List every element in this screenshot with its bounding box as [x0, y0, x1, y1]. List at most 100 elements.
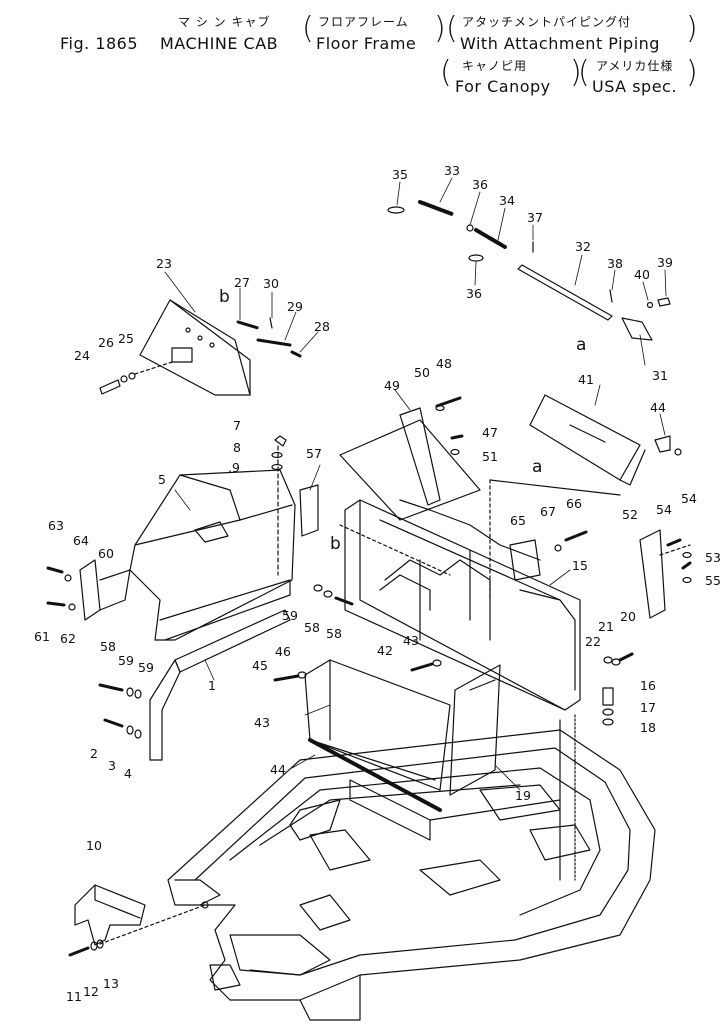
callout-50: 51: [482, 449, 498, 464]
callout-54: 54: [656, 502, 672, 517]
callout-29: 30: [263, 276, 279, 291]
callout-10: 10: [86, 838, 102, 853]
callout-36: 37: [527, 210, 543, 225]
hardware-right: [602, 652, 634, 726]
callout-labels: 35 33 36 34 37 36 32 38 40 39 31 23 27 3…: [34, 163, 721, 1004]
callout-20: 21: [598, 619, 614, 634]
callout-25: 26: [98, 335, 114, 350]
callout-13: 13: [103, 976, 119, 991]
callout-63: 63: [48, 518, 64, 533]
callout-43: 43: [254, 715, 270, 730]
callout-51: 52: [622, 507, 638, 522]
callout-56: 58: [326, 626, 342, 641]
callout-45: 45: [252, 658, 268, 673]
callout-22: 23: [156, 256, 172, 271]
lower-bracket: [68, 884, 209, 957]
callout-2: 2: [90, 746, 98, 761]
note-floor-frame-jp: フロアフレーム: [318, 15, 409, 29]
callout-14: 15: [572, 558, 588, 573]
callout-33: 34: [499, 193, 515, 208]
top-panel: [489, 394, 682, 496]
callout-65: 65: [510, 513, 526, 528]
callout-30: 31: [652, 368, 668, 383]
callout-21: 22: [585, 634, 601, 649]
callout-62: 62: [60, 631, 76, 646]
side-bracket: [639, 529, 692, 619]
callout-15: 16: [640, 678, 656, 693]
callout-24: 25: [118, 331, 134, 346]
callout-28: 29: [287, 299, 303, 314]
callout-39: 41: [578, 372, 594, 387]
callout-66: 66: [566, 496, 582, 511]
callout-59: 59: [282, 608, 298, 623]
callout-23: 24: [74, 348, 90, 363]
ref-letter-b-top: b: [219, 287, 230, 307]
callout-4: 4: [124, 766, 132, 781]
note-attachment-piping-en: With Attachment Piping: [460, 34, 660, 53]
callout-49: 48: [436, 356, 452, 371]
cover-panel: [99, 299, 302, 396]
ref-letter-b-center: b: [330, 534, 341, 554]
callout-34: 35: [392, 167, 408, 182]
callout-32: 33: [444, 163, 460, 178]
callout-17: 18: [640, 720, 656, 735]
callout-58: 59: [118, 653, 134, 668]
callout-44: 44: [270, 762, 286, 777]
small-bracket: [509, 530, 588, 581]
reference-letters: b a a b: [219, 287, 586, 554]
callout-46: 46: [275, 644, 291, 659]
callout-58: 58: [304, 620, 320, 635]
callout-55: 57: [306, 446, 322, 461]
callout-19: 20: [620, 609, 636, 624]
callout-26: 27: [234, 275, 250, 290]
callout-5: 5: [158, 472, 166, 487]
callout-labels-extra: 61 42 43 45: [377, 633, 419, 658]
callout-9: .9: [228, 460, 240, 475]
callout-12: 12: [83, 984, 99, 999]
callout-54: 55: [705, 573, 721, 588]
callout-7: 7: [233, 418, 241, 433]
note-usa-spec-jp: アメリカ仕様: [596, 59, 674, 73]
callout-35: 36: [472, 177, 488, 192]
callout-61: 61: [34, 629, 50, 644]
callout-64: 64: [73, 533, 89, 548]
callout-3: 3: [108, 758, 116, 773]
figure-label: Fig. 1865: [60, 34, 139, 53]
note-floor-frame-en: Floor Frame: [316, 34, 417, 53]
callout-42: 44: [650, 400, 666, 415]
callout-1: 1: [208, 678, 216, 693]
callout-34: 36: [466, 286, 482, 301]
callout-59: 59: [138, 660, 154, 675]
callout-57: 58: [100, 639, 116, 654]
note-canopy-en: For Canopy: [455, 77, 551, 96]
callout-18: 19: [515, 788, 531, 803]
base-frame: [167, 729, 656, 1021]
callout-53: 54: [681, 491, 697, 506]
central-frame: [339, 479, 581, 881]
callout-36: 38: [607, 256, 623, 271]
callout-27: 28: [314, 319, 330, 334]
callout-40-text: 42: [377, 643, 393, 658]
callout-52: 53: [705, 550, 721, 565]
rod-assembly: [387, 200, 671, 341]
leader-lines: [164, 177, 667, 791]
cab-housing: [46, 435, 354, 761]
ref-letter-a-right: a: [576, 335, 586, 355]
callout-8: 8: [233, 440, 241, 455]
callout-47: 49: [384, 378, 400, 393]
title-jp: マ シ ン キャブ: [178, 15, 271, 29]
ref-letter-a-center: a: [532, 457, 542, 477]
callout-60: 60: [98, 546, 114, 561]
note-attachment-piping-jp: アタッチメントパイピング付: [462, 15, 632, 29]
callout-50: 50: [414, 365, 430, 380]
callout-37: 39: [657, 255, 673, 270]
note-usa-spec-en: USA spec.: [592, 77, 677, 96]
callout-16: 17: [640, 700, 656, 715]
callout-67: 67: [540, 504, 556, 519]
callout-41-text: 43: [403, 633, 419, 648]
bracket-panel: [339, 396, 481, 521]
callout-48: 47: [482, 425, 498, 440]
callout-11: 11: [66, 989, 82, 1004]
title-en: MACHINE CAB: [160, 34, 279, 53]
